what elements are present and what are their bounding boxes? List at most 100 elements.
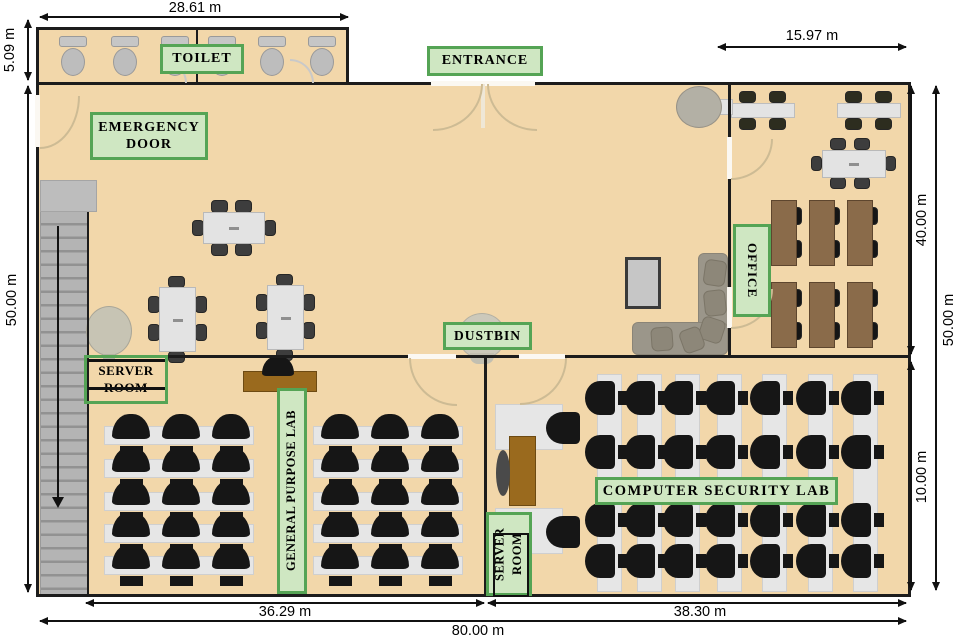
toilet-icon xyxy=(310,48,334,76)
workstation-chair-icon xyxy=(162,447,200,472)
workstation-chair-icon xyxy=(112,512,150,537)
room-label-computer-security-lab: COMPUTER SECURITY LAB xyxy=(595,477,838,505)
workstation-chair-icon xyxy=(371,414,409,439)
chair-icon xyxy=(264,220,276,236)
keyboard-icon xyxy=(618,445,628,459)
teacher-desk xyxy=(509,436,536,506)
workstation-chair-icon xyxy=(750,435,780,469)
room-label-office: OFFICE xyxy=(733,224,771,317)
entrance-door-leaf xyxy=(481,84,485,128)
room-label-emergency-door: EMERGENCY DOOR xyxy=(90,112,208,160)
workstation-chair-icon xyxy=(212,480,250,505)
room-label-emergency-door-text: EMERGENCY DOOR xyxy=(98,119,200,153)
workstation-chair-icon xyxy=(841,435,871,469)
workstation-chair-icon xyxy=(663,503,693,537)
toilet-icon xyxy=(113,48,137,76)
room-label-server-room-main: SERVER ROOM xyxy=(84,355,168,404)
side-table xyxy=(625,257,661,309)
room-label-entrance: ENTRANCE xyxy=(427,46,543,76)
keyboard-icon xyxy=(829,554,839,568)
keyboard-icon xyxy=(738,513,748,527)
keyboard-icon xyxy=(429,576,452,586)
chair-icon xyxy=(854,177,870,189)
chair-icon xyxy=(875,91,892,103)
workstation-chair-icon xyxy=(321,544,359,569)
stairs-direction-arrowhead xyxy=(52,497,64,508)
emergency-door-gap xyxy=(35,95,40,147)
dim-left-total-height: 50.00 m xyxy=(4,273,20,327)
room-label-server-room-main-text: SERVER ROOM xyxy=(98,363,154,394)
chair-icon xyxy=(235,243,252,256)
dim-line-office-width xyxy=(717,43,907,51)
workstation-chair-icon xyxy=(750,381,780,415)
workstation-chair-icon xyxy=(112,480,150,505)
keyboard-icon xyxy=(783,445,793,459)
workstation-chair-icon xyxy=(321,414,359,439)
room-label-entrance-text: ENTRANCE xyxy=(441,53,529,69)
dim-line-right-total-height xyxy=(932,85,940,591)
workstation-chair-icon xyxy=(112,414,150,439)
round-chair-icon xyxy=(676,86,722,128)
workstation-chair-icon xyxy=(421,480,459,505)
toilet-icon xyxy=(61,48,85,76)
workstation-chair-icon xyxy=(371,480,409,505)
chair-icon xyxy=(739,91,756,103)
keyboard-icon xyxy=(783,391,793,405)
workstation-chair-icon xyxy=(796,544,826,578)
wall-office xyxy=(728,85,731,357)
workstation-chair-icon xyxy=(371,512,409,537)
workstation-chair-icon xyxy=(321,512,359,537)
keyboard-icon xyxy=(329,576,352,586)
workstation-chair-icon xyxy=(371,544,409,569)
dim-office-height: 40.00 m xyxy=(914,193,930,247)
office-door-gap xyxy=(727,137,732,179)
office-desk xyxy=(809,200,835,266)
workstation-chair-icon xyxy=(421,512,459,537)
dim-line-toilet-height xyxy=(24,19,32,81)
workstation-chair-icon xyxy=(212,414,250,439)
meeting-table xyxy=(267,285,304,350)
wall-server-room-main-bottom xyxy=(88,387,165,390)
table-dash xyxy=(280,316,291,320)
workstation-chair-icon xyxy=(750,544,780,578)
wall xyxy=(36,594,911,597)
workstation-chair-icon xyxy=(162,512,200,537)
keyboard-icon xyxy=(120,576,143,586)
office-door-gap xyxy=(727,287,732,328)
wall xyxy=(36,27,349,30)
entrance-door-gap xyxy=(431,81,535,86)
room-label-dustbin-text: DUSTBIN xyxy=(453,327,522,343)
keyboard-icon xyxy=(829,391,839,405)
workstation-chair-icon xyxy=(841,381,871,415)
toilet-icon xyxy=(111,36,139,47)
chair-icon xyxy=(830,138,846,150)
wall xyxy=(36,27,39,597)
toilet-icon xyxy=(258,36,286,47)
chair-icon xyxy=(739,118,756,130)
dim-security-lab-width: 38.30 m xyxy=(673,604,727,620)
workstation-chair-icon xyxy=(625,544,655,578)
dim-office-width: 15.97 m xyxy=(785,28,839,44)
sofa-cushion xyxy=(702,258,728,288)
workstation-chair-icon xyxy=(421,447,459,472)
keyboard-icon xyxy=(874,513,884,527)
workstation-chair-icon xyxy=(371,447,409,472)
dim-line-total-width xyxy=(39,617,907,625)
dim-toilet-height: 5.09 m xyxy=(2,27,18,73)
workstation-chair-icon xyxy=(546,516,580,548)
keyboard-icon xyxy=(618,513,628,527)
keyboard-icon xyxy=(874,554,884,568)
workstation-chair-icon xyxy=(796,435,826,469)
chair-icon xyxy=(845,118,862,130)
office-desk xyxy=(847,200,873,266)
workstation-chair-icon xyxy=(705,503,735,537)
keyboard-icon xyxy=(696,445,706,459)
stairs xyxy=(40,212,89,595)
room-label-toilet-text: TOILET xyxy=(172,51,232,67)
server-room-lab-inner-box xyxy=(493,533,529,597)
keyboard-icon xyxy=(783,513,793,527)
workstation-chair-icon xyxy=(546,412,580,444)
workstation-chair-icon xyxy=(321,480,359,505)
keyboard-icon xyxy=(220,576,243,586)
